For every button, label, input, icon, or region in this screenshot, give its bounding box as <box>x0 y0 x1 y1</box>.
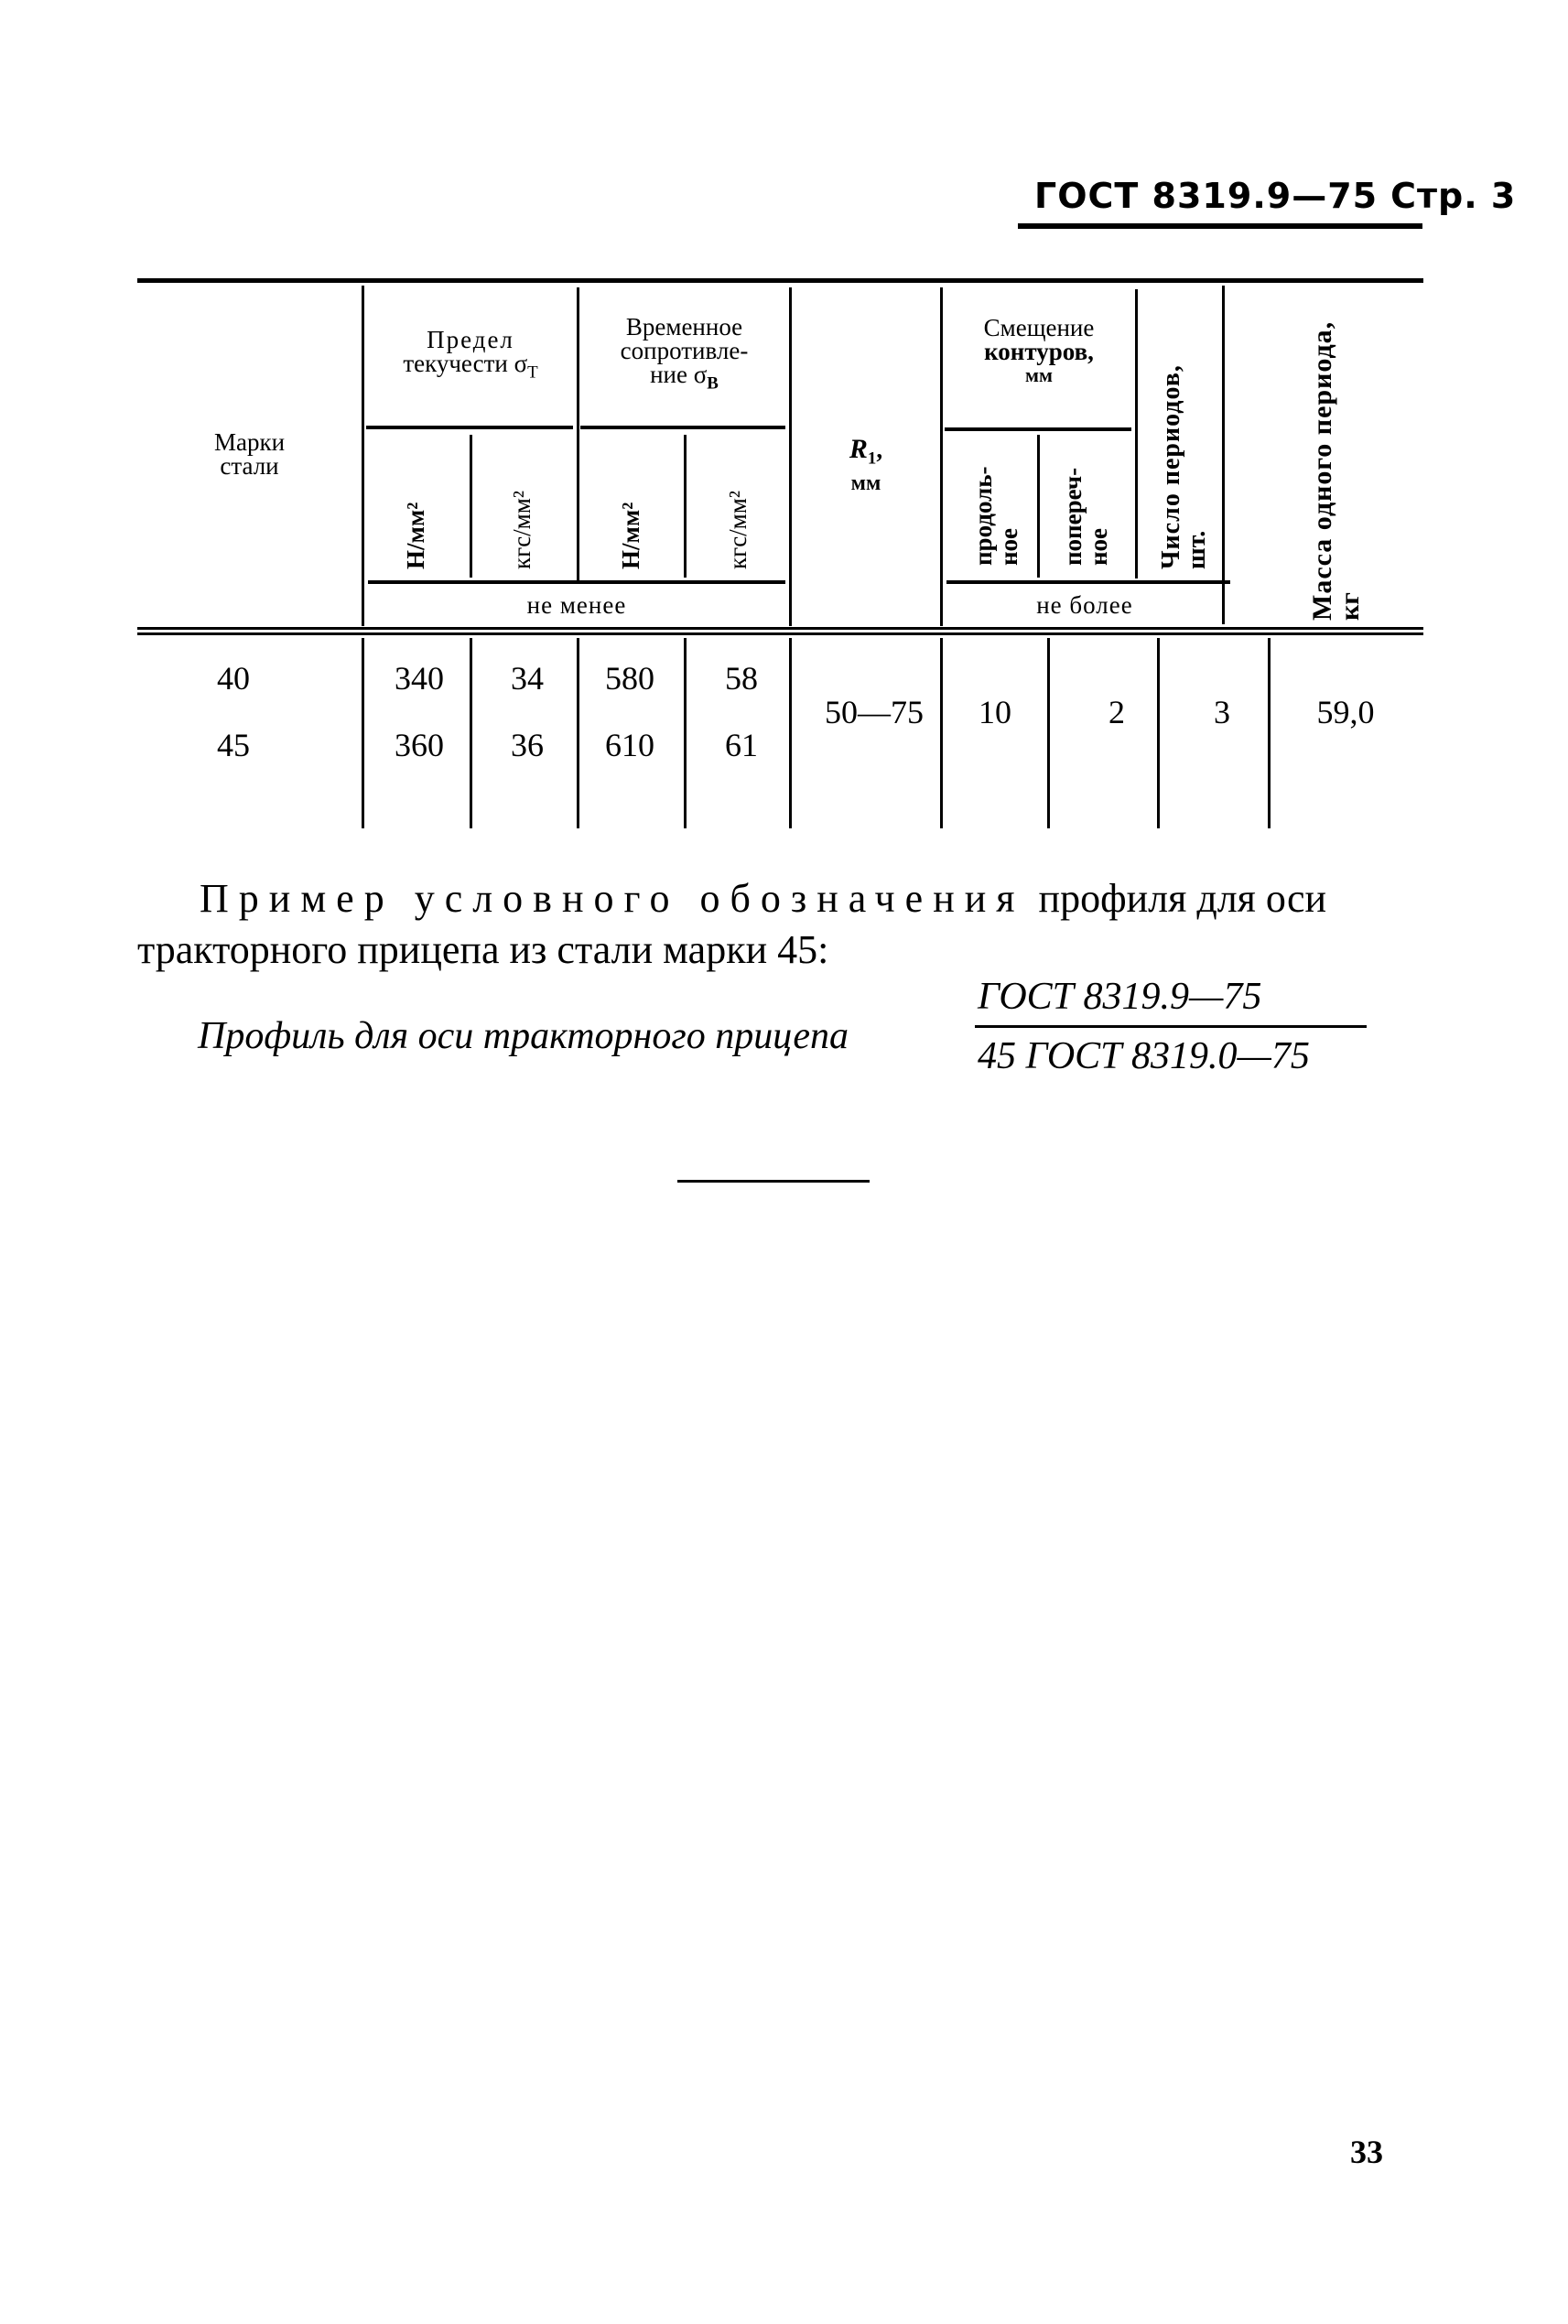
tensile-unit-kgf: кгс/мм² <box>724 491 752 569</box>
col-rule <box>789 638 792 828</box>
transverse-line-1: попереч- <box>1059 467 1087 566</box>
col-rule <box>362 638 364 828</box>
radius-symbol: R <box>849 434 868 464</box>
longitudinal-line-1: продоль- <box>969 466 997 566</box>
col-rule <box>577 287 579 580</box>
header-double-rule-1 <box>137 627 1423 630</box>
example-intro-line-1: Пример условного обозначения профиля для… <box>200 875 1326 922</box>
col-rule <box>577 638 579 828</box>
tensile-kgf-cell: 58 <box>725 660 758 697</box>
col-rule <box>789 287 792 626</box>
radius-cell: 50—75 <box>825 694 924 730</box>
example-intro-rest: профиля для оси <box>1038 876 1327 921</box>
tensile-subheader-rule <box>580 426 785 429</box>
col-rule <box>940 287 943 626</box>
tensile-strength-header: Временное сопротивле- ние σв <box>579 315 789 396</box>
header-double-rule-2 <box>137 632 1423 635</box>
col-rule <box>1047 638 1050 828</box>
col-rule <box>362 286 364 626</box>
transverse-line-2: ное <box>1085 527 1112 566</box>
longitudinal-cell: 10 <box>979 694 1011 730</box>
page-number: 33 <box>1350 2134 1383 2170</box>
table-top-rule <box>137 278 1423 283</box>
radius-header: R1, мм <box>792 436 940 495</box>
fraction-bar <box>975 1025 1367 1028</box>
tensile-subscript: в <box>707 373 719 394</box>
offset-subheader-rule <box>945 427 1131 431</box>
grade-cell: 40 <box>217 660 250 697</box>
yield-kgf-cell: 34 <box>511 660 544 697</box>
max-qualifier: не более <box>1036 591 1133 619</box>
yield-title-2: текучести σ <box>403 350 528 377</box>
col-rule <box>470 638 472 828</box>
mass-cell: 59,0 <box>1316 694 1375 730</box>
yield-n-cell: 340 <box>395 660 444 697</box>
grade-cell: 45 <box>217 727 250 763</box>
offset-transverse: попереч- ное <box>1059 467 1112 566</box>
tensile-n-cell: 610 <box>605 727 654 763</box>
designation-numerator: ГОСТ 8319.9—75 <box>978 976 1262 1018</box>
radius-subscript: 1 <box>867 449 877 469</box>
tensile-title-2: сопротивле- <box>620 337 749 364</box>
yield-subscript: т <box>527 362 538 383</box>
transverse-cell: 2 <box>1108 694 1125 730</box>
col-rule <box>1157 638 1160 828</box>
yield-unit-kgf: кгс/мм² <box>508 491 535 569</box>
yield-kgf-cell: 36 <box>511 727 544 763</box>
period-mass-header: Масса одного периода, кг <box>1307 320 1365 621</box>
col-rule <box>470 435 472 578</box>
col-rule <box>1268 638 1271 828</box>
end-rule <box>677 1180 870 1183</box>
tensile-kgf-cell: 61 <box>725 727 758 763</box>
yield-n-cell: 360 <box>395 727 444 763</box>
example-intro-spaced: Пример условного обозначения <box>200 876 1025 921</box>
offset-title-2: контуров, <box>984 338 1094 365</box>
contour-offset-header: Смещение контуров, мм <box>943 316 1135 387</box>
longitudinal-line-2: ное <box>995 527 1022 566</box>
page-label: Стр. 3 <box>1390 176 1517 216</box>
offset-title-1: Смещение <box>983 314 1095 341</box>
radius-unit: мм <box>850 470 881 495</box>
periods-line-2: шт. <box>1183 530 1211 569</box>
designation-denominator: 45 ГОСТ 8319.0—75 <box>978 1035 1310 1077</box>
periods-line-1: Число периодов, <box>1157 364 1185 569</box>
mass-line-2: кг <box>1335 592 1365 621</box>
yield-unit-n: Н/мм² <box>402 502 429 569</box>
yield-title-1: Предел <box>427 326 514 353</box>
periods-cell: 3 <box>1214 694 1230 730</box>
min-qualifier-rule <box>368 580 785 584</box>
col-rule <box>940 638 943 828</box>
tensile-title-3: ние σ <box>650 361 708 388</box>
col-rule <box>684 435 687 578</box>
col-rule <box>684 638 687 828</box>
min-qualifier: не менее <box>526 591 627 619</box>
designation-text: Профиль для оси тракторного прицепа <box>198 1015 849 1057</box>
periods-count-header: Число периодов, шт. <box>1157 364 1211 569</box>
tensile-unit-n: Н/мм² <box>617 502 644 569</box>
example-intro-line-2: тракторного прицепа из стали марки 45: <box>137 927 829 972</box>
offset-title-3: мм <box>1025 363 1053 386</box>
col-rule <box>1222 286 1225 624</box>
col-rule <box>1037 435 1040 578</box>
mass-line-1: Масса одного периода, <box>1307 320 1337 621</box>
grade-header-label: Марки стали <box>213 428 286 480</box>
tensile-n-cell: 580 <box>605 660 654 697</box>
header-rule <box>1018 223 1422 229</box>
max-qualifier-rule <box>946 580 1230 584</box>
standard-number: ГОСТ 8319.9—75 <box>1034 176 1379 216</box>
yield-subheader-rule <box>366 426 573 429</box>
tensile-title-1: Временное <box>625 313 743 340</box>
running-header: ГОСТ 8319.9—75 Стр. 3 <box>1034 176 1516 216</box>
yield-strength-header: Предел текучести σт <box>364 328 577 385</box>
col-rule <box>1135 289 1138 578</box>
grade-header: Марки стали <box>137 428 362 480</box>
offset-longitudinal: продоль- ное <box>969 466 1022 566</box>
